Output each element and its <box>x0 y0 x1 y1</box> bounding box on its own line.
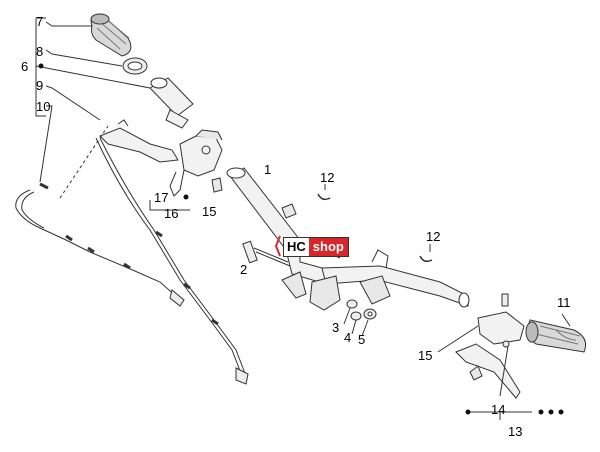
part-number-10: 10 <box>36 99 50 114</box>
part-number-2: 2 <box>240 262 247 277</box>
part-number-13: 13 <box>508 424 522 439</box>
part-number-12-lower: 12 <box>426 229 440 244</box>
bolt <box>242 240 291 267</box>
part-number-6: 6 <box>21 59 28 74</box>
throttle-tube <box>149 77 194 129</box>
part-number-15-lower: 15 <box>418 348 432 363</box>
part-number-3: 3 <box>332 320 339 335</box>
left-brake-assembly <box>99 119 223 197</box>
part-number-17: 17 <box>154 190 168 205</box>
grip-ring <box>122 57 148 75</box>
hc-shop-logo: HC shop <box>283 237 349 257</box>
handlebar <box>226 167 470 311</box>
part-number-1: 1 <box>264 162 271 177</box>
left-grip <box>90 13 132 57</box>
part-number-12-upper: 12 <box>320 170 334 185</box>
part-number-14: 14 <box>491 402 505 417</box>
part-number-15-upper: 15 <box>202 204 216 219</box>
part-number-4: 4 <box>344 330 351 345</box>
part-number-9: 9 <box>36 78 43 93</box>
washers <box>346 299 377 321</box>
part-number-11: 11 <box>557 295 571 310</box>
clip-lower <box>419 255 433 263</box>
right-brake-assembly <box>455 293 525 399</box>
reference-dots <box>38 63 564 415</box>
right-grip <box>525 319 587 353</box>
clip-upper <box>317 193 331 201</box>
logo-hc-text: HC <box>284 238 309 256</box>
logo-shop-text: shop <box>308 238 348 256</box>
part-number-16: 16 <box>164 206 178 221</box>
part-number-8: 8 <box>36 44 43 59</box>
cables <box>15 137 249 385</box>
part-number-5: 5 <box>358 332 365 347</box>
part-number-7: 7 <box>36 14 43 29</box>
